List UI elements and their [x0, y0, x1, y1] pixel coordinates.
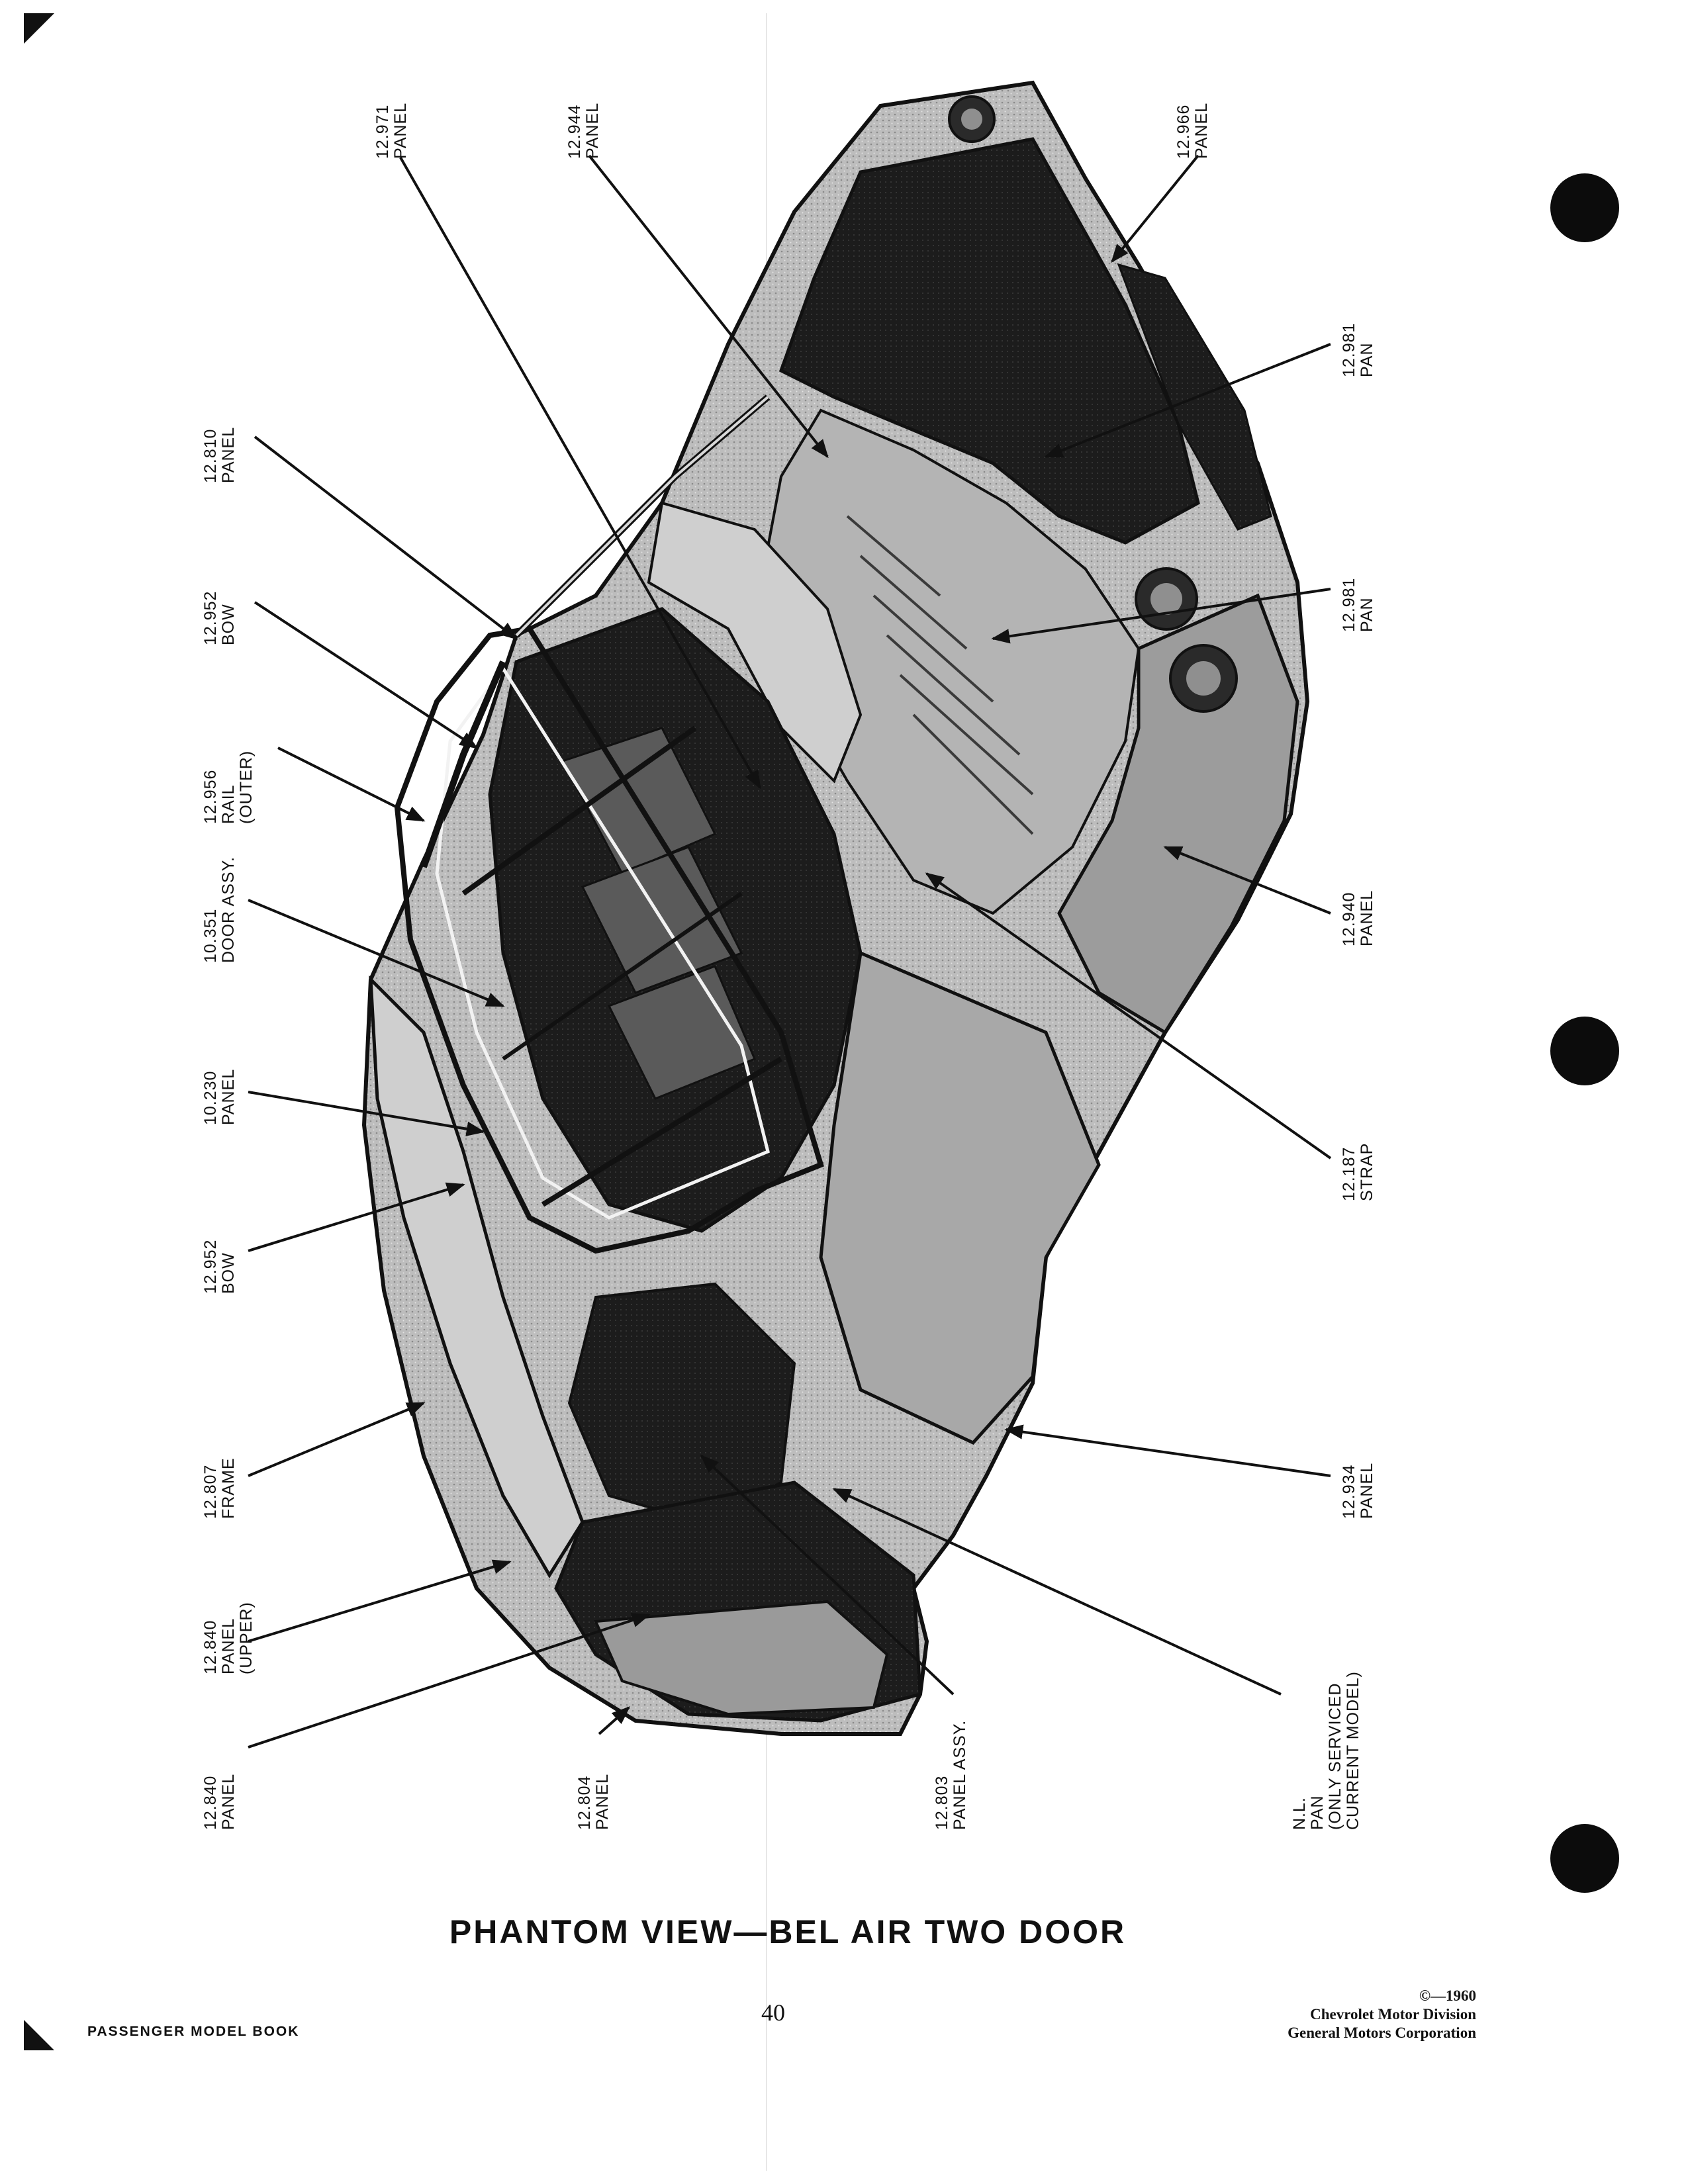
leader-12952a — [254, 601, 479, 749]
car-body-illustration — [361, 80, 1310, 1736]
leader-10351 — [248, 899, 505, 1007]
callout-line: PANEL — [1358, 889, 1376, 946]
callout-line: PANEL ASSY. — [951, 1719, 969, 1830]
callout-line: 12.952 — [201, 590, 220, 645]
page-number: 40 — [761, 1999, 785, 2026]
binder-hole-middle — [1550, 1017, 1619, 1085]
callout-line: 12.944 — [565, 104, 584, 159]
callout-line: STRAP — [1358, 1142, 1376, 1201]
figure-title: PHANTOM VIEW—BEL AIR TWO DOOR — [449, 1913, 1127, 1950]
callout-line: PANEL — [583, 102, 602, 159]
leader-12981b — [991, 588, 1331, 644]
callout-line: 12.981 — [1340, 322, 1358, 377]
callout-line: 12.952 — [201, 1239, 220, 1294]
callout-line: PANEL — [1192, 102, 1211, 159]
callout-line: N.L. — [1290, 1797, 1309, 1830]
callout-line: PANEL — [219, 1773, 238, 1830]
callout-line: 12.971 — [373, 104, 392, 159]
leader-12966 — [1111, 154, 1199, 263]
callout-line: PAN — [1308, 1795, 1327, 1830]
callout-line: 12.840 — [201, 1775, 220, 1830]
leader-12810 — [254, 435, 518, 640]
leader-12940 — [1163, 846, 1331, 915]
leader-lines — [248, 154, 1332, 1749]
callout-line: 12.807 — [201, 1464, 220, 1519]
callout-line: 12.934 — [1340, 1464, 1358, 1519]
callout-line: PANEL — [391, 102, 410, 159]
callout-line: 12.966 — [1174, 104, 1193, 159]
callout-line: PANEL — [219, 1617, 238, 1674]
leader-NL — [832, 1488, 1282, 1696]
callout-line: PANEL — [593, 1773, 612, 1830]
registration-mark-top-left — [24, 13, 54, 44]
callout-line: PANEL — [219, 1068, 238, 1125]
callout-line: 12.803 — [933, 1775, 951, 1830]
leader-12804 — [598, 1706, 631, 1735]
leader-12971 — [399, 157, 761, 790]
leader-12187 — [925, 872, 1332, 1160]
registration-mark-bottom-left — [24, 2020, 54, 2050]
callout-line: 10.230 — [201, 1070, 220, 1125]
callout-line: PANEL — [219, 426, 238, 483]
callout-line: BOW — [219, 1252, 238, 1294]
copyright-corporation: General Motors Corporation — [1288, 2025, 1476, 2041]
footer-book-name: PASSENGER MODEL BOOK — [87, 2024, 300, 2039]
leader-12952b — [248, 1182, 465, 1252]
leader-12944 — [588, 154, 829, 459]
leader-12807 — [248, 1402, 426, 1477]
leader-12934 — [1004, 1424, 1331, 1477]
callout-line: RAIL — [219, 784, 238, 824]
binder-hole-bottom — [1550, 1824, 1619, 1893]
leader-12803 — [700, 1455, 955, 1696]
callout-line: (OUTER) — [237, 750, 256, 824]
callout-line: 12.981 — [1340, 577, 1358, 632]
callout-line: (UPPER) — [237, 1602, 256, 1674]
leader-12840a — [248, 1559, 512, 1643]
binder-hole-top — [1550, 173, 1619, 242]
callout-line: BOW — [219, 604, 238, 645]
callout-line: 12.940 — [1340, 891, 1358, 946]
callout-line: PANEL — [1358, 1462, 1376, 1519]
copyright-year: ©—1960 — [1419, 1987, 1476, 2004]
callout-line: 10.351 — [201, 908, 220, 963]
callout-line: CURRENT MODEL) — [1344, 1671, 1362, 1830]
leader-12840b — [248, 1613, 651, 1749]
callout-line: 12.804 — [575, 1775, 594, 1830]
callout-line: PAN — [1358, 342, 1376, 377]
callout-line: 12.840 — [201, 1619, 220, 1674]
leader-10230 — [248, 1091, 485, 1136]
copyright-block: ©—1960 Chevrolet Motor Division General … — [1192, 1987, 1476, 2042]
callout-line: 12.187 — [1340, 1146, 1358, 1201]
leader-12981a — [1044, 343, 1331, 458]
callout-line: 12.956 — [201, 769, 220, 824]
leader-12956 — [277, 747, 426, 822]
callout-line: 12.810 — [201, 428, 220, 483]
copyright-division: Chevrolet Motor Division — [1310, 2006, 1476, 2023]
callout-line: FRAME — [219, 1457, 238, 1520]
callout-line: PAN — [1358, 597, 1376, 632]
callout-line: DOOR ASSY. — [219, 856, 238, 963]
callout-line: (ONLY SERVICED — [1326, 1682, 1344, 1830]
